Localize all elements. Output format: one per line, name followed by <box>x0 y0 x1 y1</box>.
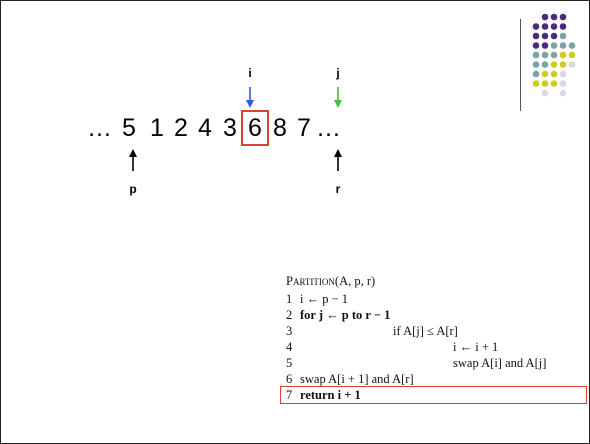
code-line: 5 swap A[i] and A[j] <box>283 355 589 371</box>
line-text: if A[j] ≤ A[r] <box>393 324 458 338</box>
decorative-dot <box>568 42 576 49</box>
up-arrow-r-icon <box>334 149 342 171</box>
decorative-dot <box>568 51 576 59</box>
pointer-label-r: r <box>335 182 341 196</box>
line-text: swap A[i] and A[j] <box>453 356 547 370</box>
line-text: i ← i + 1 <box>453 340 499 354</box>
code-line: 1 i ← p − 1 <box>283 291 589 307</box>
line-text: swap A[i + 1] and A[r] <box>300 372 414 386</box>
decorative-dot <box>541 89 549 97</box>
line-number: 7 <box>286 388 293 402</box>
decorative-dot-grid <box>532 13 576 97</box>
decorative-dot <box>550 42 558 49</box>
decorative-dot <box>532 42 540 49</box>
decorative-dot <box>559 51 567 59</box>
decorative-dot <box>532 51 540 59</box>
sequence-number: 3 <box>223 113 237 142</box>
decorative-dot <box>541 23 549 30</box>
decorative-dot <box>532 61 540 68</box>
decorative-dot <box>559 32 567 40</box>
sequence-ellipsis-left: … <box>87 113 112 142</box>
line-number: 6 <box>286 372 293 386</box>
decorative-dot <box>550 70 558 78</box>
decorative-dot <box>568 61 576 68</box>
sequence-number: 7 <box>297 113 311 142</box>
code-line: 4 i ← i + 1 <box>283 339 589 355</box>
number-sequence: … 5 1 2 4 3 6 8 7 … <box>87 110 341 146</box>
sequence-number: 2 <box>174 113 188 142</box>
decorative-dot <box>550 80 558 87</box>
decorative-dot <box>541 70 549 78</box>
algorithm-name: Partition <box>286 274 335 288</box>
decorative-dot <box>550 32 558 40</box>
sequence-ellipsis-right: … <box>316 113 341 142</box>
sequence-number: 1 <box>150 113 164 142</box>
decorative-dot <box>541 32 549 40</box>
partition-pseudocode: Partition(A, p, r) 1 i ← p − 1 2 for j ← p… <box>280 271 589 404</box>
line-text: for j ← p to r − 1 <box>300 308 391 322</box>
line-number: 1 <box>286 292 293 306</box>
line-number: 3 <box>286 324 293 338</box>
decorative-dot <box>541 51 549 59</box>
line-number: 5 <box>286 356 293 370</box>
line-text: return i + 1 <box>300 388 361 402</box>
up-arrow-p-icon <box>129 149 137 171</box>
decorative-dot <box>550 23 558 30</box>
decorative-dot <box>550 61 558 68</box>
sequence-number: 4 <box>198 113 212 142</box>
down-arrow-i-icon <box>246 87 254 108</box>
line-text: i ← p − 1 <box>300 292 349 306</box>
line-number: 2 <box>286 308 293 322</box>
decorative-dot <box>559 80 567 87</box>
algorithm-args: (A, p, r) <box>334 274 376 288</box>
decorative-dot <box>559 42 567 49</box>
algorithm-title: Partition(A, p, r) <box>286 271 589 291</box>
decorative-dot <box>541 80 549 87</box>
decorative-dot <box>541 61 549 68</box>
decorative-dot <box>559 13 567 21</box>
line-number: 4 <box>286 340 293 354</box>
decorative-dot <box>532 23 540 30</box>
code-line: 6 swap A[i + 1] and A[r] <box>283 371 589 387</box>
decorative-dot <box>532 32 540 40</box>
code-line: 2 for j ← p to r − 1 <box>283 307 589 323</box>
code-line: 3 if A[j] ≤ A[r] <box>283 323 589 339</box>
decorative-dot <box>532 70 540 78</box>
decorative-dot <box>559 23 567 30</box>
decorative-dot <box>550 51 558 59</box>
pointer-label-p: p <box>129 182 137 196</box>
decorative-dot <box>541 13 549 21</box>
decorative-dot <box>559 61 567 68</box>
sequence-number: 5 <box>122 113 136 142</box>
sequence-number: 8 <box>273 113 287 142</box>
down-arrow-j-icon <box>334 87 342 108</box>
decorative-dot <box>532 80 540 87</box>
decorative-dot <box>541 42 549 49</box>
decorative-dot <box>550 13 558 21</box>
highlighted-number: 6 <box>241 110 269 146</box>
decorative-dot <box>559 89 567 97</box>
pointer-label-j: j <box>336 66 340 80</box>
decorative-divider <box>520 19 521 111</box>
code-line-highlighted: 7 return i + 1 <box>280 386 587 404</box>
pointer-label-i: i <box>248 66 252 80</box>
decorative-dot <box>559 70 567 78</box>
